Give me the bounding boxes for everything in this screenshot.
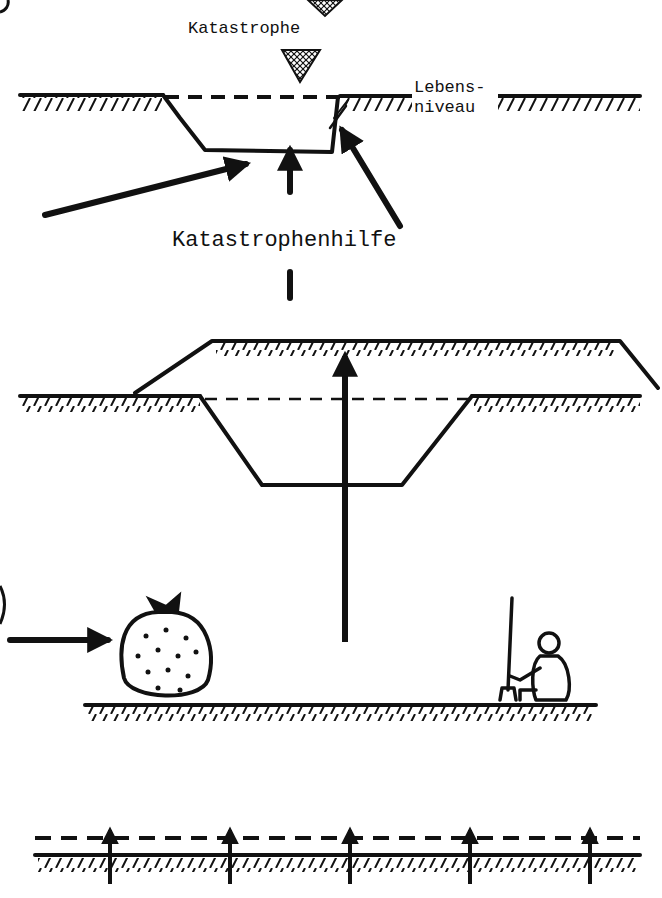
aid-label: Katastrophenhilfe	[170, 228, 398, 254]
ground	[85, 705, 596, 721]
catastrophe-symbol	[282, 0, 342, 82]
level-label: Lebens- niveau	[412, 78, 498, 119]
edge-fragment	[0, 0, 8, 624]
aid-arrows	[45, 130, 400, 298]
pit	[163, 95, 348, 152]
ground-level	[20, 95, 640, 111]
supply-sack	[10, 594, 211, 696]
rising-level	[35, 830, 640, 884]
catastrophe-label: Katastrophe	[186, 19, 302, 39]
raised-level	[20, 341, 658, 642]
sitting-person	[500, 598, 569, 700]
